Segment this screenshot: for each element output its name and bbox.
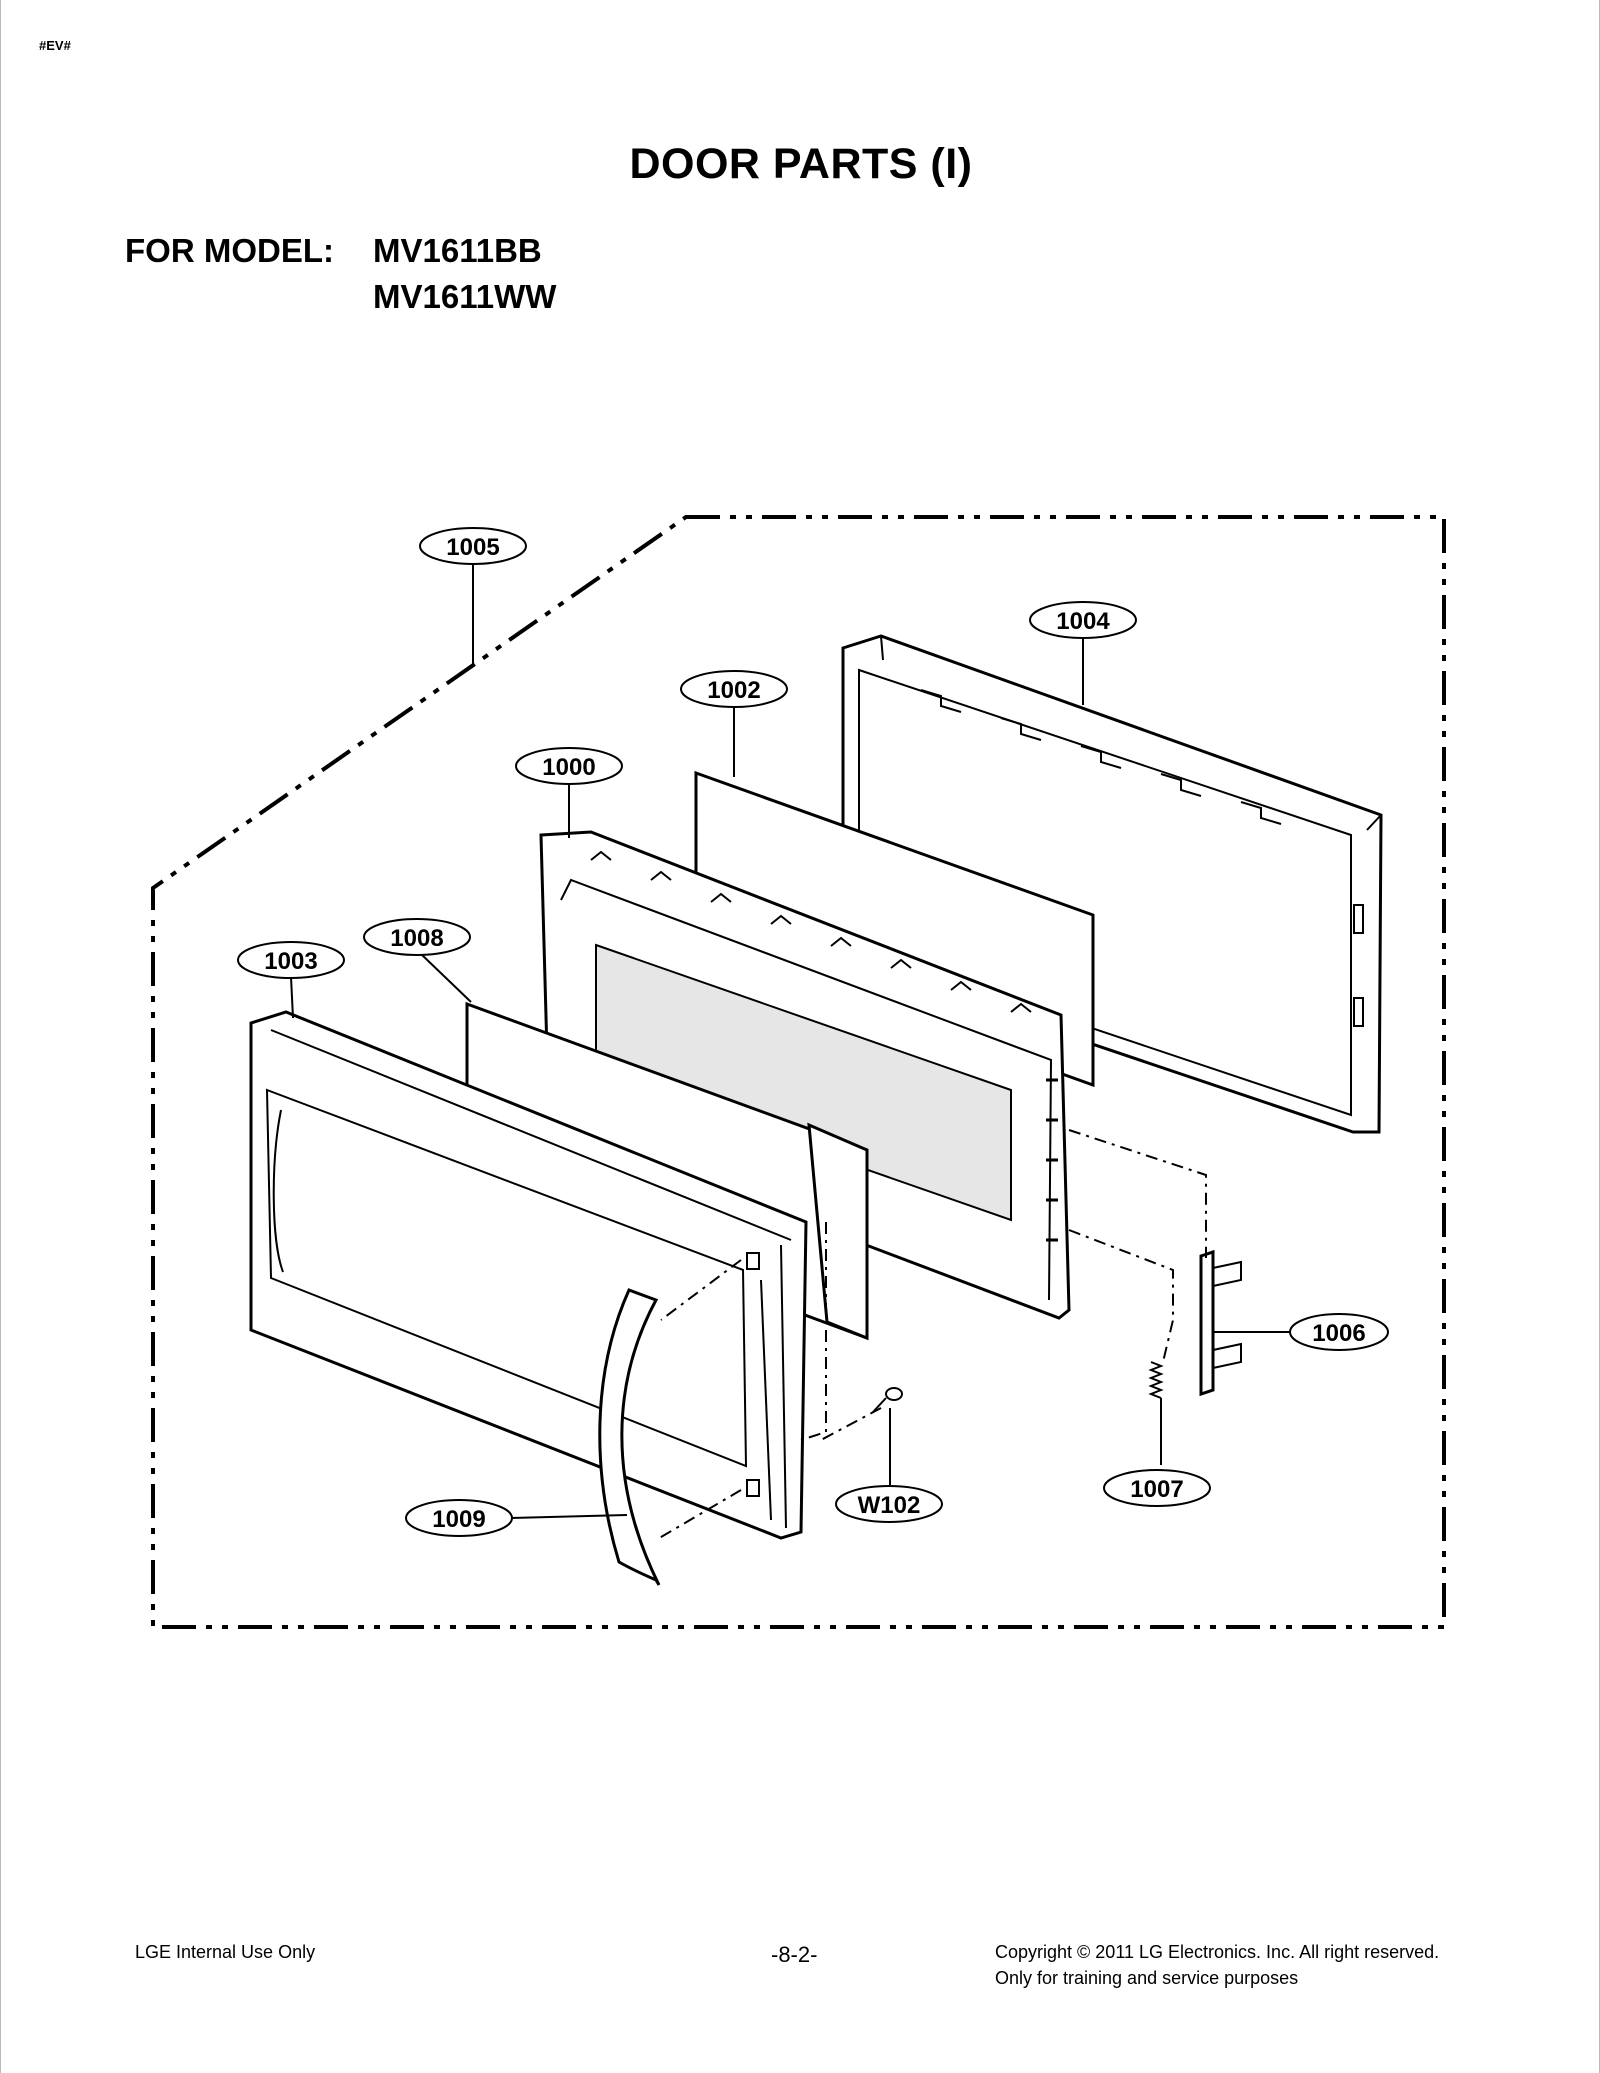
callout-1008: 1008	[363, 918, 471, 956]
part-1009-handle	[598, 1288, 661, 1586]
callout-1007-label: 1007	[1130, 1476, 1183, 1503]
callout-1005: 1005	[419, 527, 527, 565]
alignment-lines	[655, 1129, 1207, 1541]
callout-W102: W102	[835, 1485, 943, 1523]
callout-1004: 1004	[1029, 601, 1137, 639]
callout-1009-label: 1009	[432, 1506, 485, 1533]
model-number-1: MV1611BB	[373, 232, 542, 269]
callout-1003-label: 1003	[264, 948, 317, 975]
callout-1006-label: 1006	[1312, 1320, 1365, 1347]
part-1007-spring	[1148, 1361, 1164, 1399]
footer-usage-note: Only for training and service purposes	[995, 1968, 1299, 1988]
callout-1000-label: 1000	[542, 754, 595, 781]
footer-copyright: Copyright © 2011 LG Electronics. Inc. Al…	[995, 1942, 1440, 1962]
model-number-2: MV1611WW	[373, 278, 557, 315]
callout-W102-label: W102	[858, 1492, 921, 1519]
callout-1004-label: 1004	[1056, 608, 1110, 635]
footer-page-number: -8-2-	[771, 1942, 818, 1967]
leader-lines	[290, 564, 1291, 1519]
part-1000-door-frame	[539, 830, 1071, 1320]
callout-1007: 1007	[1103, 1469, 1211, 1507]
callout-1003: 1003	[237, 941, 345, 979]
assembly-boundary	[151, 515, 1446, 1629]
callout-1002: 1002	[680, 670, 788, 708]
part-W102-screw	[872, 1387, 903, 1413]
page-tag: #EV#	[39, 38, 71, 53]
callout-1009: 1009	[405, 1499, 513, 1537]
page-title: DOOR PARTS (I)	[629, 140, 973, 188]
callout-1006: 1006	[1289, 1313, 1389, 1351]
footer-internal-note: LGE Internal Use Only	[135, 1942, 316, 1962]
callout-1005-label: 1005	[446, 534, 499, 561]
callout-1008-label: 1008	[390, 925, 443, 952]
callout-1002-label: 1002	[707, 677, 760, 704]
model-label: FOR MODEL:	[125, 232, 334, 269]
part-1006-latch	[1199, 1249, 1242, 1397]
callout-1000: 1000	[515, 747, 623, 785]
part-1003-door-front	[249, 1010, 808, 1540]
